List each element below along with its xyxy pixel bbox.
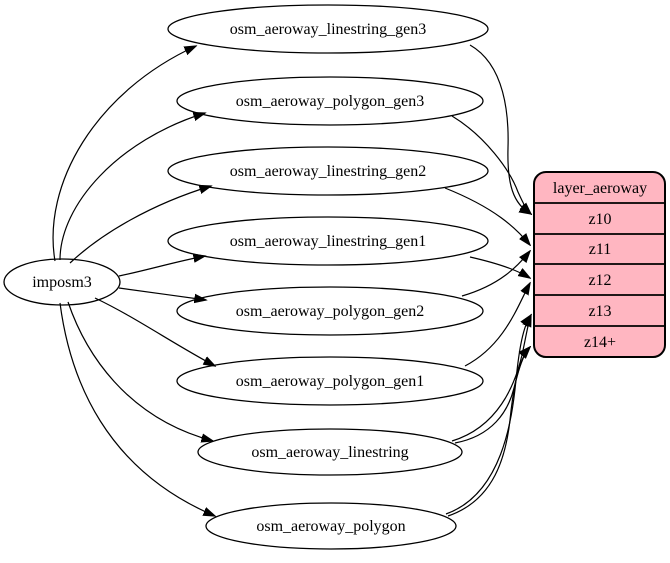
edge-imposm3-to-osm_aeroway_polygon_gen2 — [118, 287, 206, 300]
node-osm_aeroway_linestring_gen3: osm_aeroway_linestring_gen3 — [167, 4, 489, 54]
edge-imposm3-to-osm_aeroway_polygon — [59, 302, 215, 516]
node-label: osm_aeroway_linestring_gen3 — [230, 21, 426, 38]
edge-osm_aeroway_linestring_gen2-to-z11 — [444, 187, 530, 245]
edge-osm_aeroway_linestring_gen3-to-z10 — [469, 44, 531, 214]
node-label: osm_aeroway_polygon — [256, 518, 405, 535]
edge-imposm3-to-osm_aeroway_linestring_gen2 — [69, 186, 211, 264]
node-label: osm_aeroway_linestring_gen2 — [230, 163, 426, 180]
record-row-z10: z10 — [588, 211, 611, 228]
node-label: osm_aeroway_linestring_gen1 — [230, 233, 426, 250]
edge-imposm3-to-osm_aeroway_polygon_gen3 — [59, 113, 205, 261]
node-osm_aeroway_linestring_gen1: osm_aeroway_linestring_gen1 — [167, 216, 489, 266]
edge-osm_aeroway_linestring_gen1-to-z12 — [469, 256, 530, 278]
edge-osm_aeroway_polygon_gen2-to-z11 — [461, 251, 530, 297]
edge-imposm3-to-osm_aeroway_polygon_gen1 — [94, 297, 215, 366]
node-label: osm_aeroway_polygon_gen2 — [236, 303, 424, 320]
node-shape — [197, 428, 463, 476]
node-label: imposm3 — [32, 274, 92, 291]
node-shape — [176, 76, 484, 126]
node-osm_aeroway_polygon_gen1: osm_aeroway_polygon_gen1 — [176, 356, 484, 406]
node-layer_aeroway: layer_aeroway z10 z11 z12 z13 z14+ — [533, 171, 666, 358]
record-header: layer_aeroway — [553, 180, 647, 197]
node-imposm3: imposm3 — [3, 258, 121, 306]
node-shape — [167, 4, 489, 54]
edge-imposm3-to-osm_aeroway_linestring_gen1 — [118, 256, 205, 277]
record-row-z14plus: z14+ — [584, 334, 616, 351]
edge-osm_aeroway_polygon-to-z13 — [445, 315, 531, 515]
edge-osm_aeroway_polygon-to-z14plus — [447, 347, 530, 517]
node-osm_aeroway_polygon: osm_aeroway_polygon — [205, 502, 457, 550]
edge-osm_aeroway_polygon_gen3-to-z10 — [451, 115, 531, 214]
node-shape — [167, 216, 489, 266]
node-osm_aeroway_polygon_gen3: osm_aeroway_polygon_gen3 — [176, 76, 484, 126]
node-osm_aeroway_linestring: osm_aeroway_linestring — [197, 428, 463, 476]
node-shape — [167, 146, 489, 196]
node-shape — [205, 502, 457, 550]
edge-imposm3-to-osm_aeroway_linestring_gen3 — [52, 46, 196, 262]
node-label: osm_aeroway_polygon_gen3 — [236, 93, 424, 110]
node-shape — [3, 258, 121, 306]
record-row-z13: z13 — [588, 303, 611, 320]
record-row-z11: z11 — [589, 241, 612, 258]
record-row-z12: z12 — [588, 272, 611, 289]
node-osm_aeroway_polygon_gen2: osm_aeroway_polygon_gen2 — [176, 286, 484, 336]
node-shape — [176, 286, 484, 336]
node-osm_aeroway_linestring_gen2: osm_aeroway_linestring_gen2 — [167, 146, 489, 196]
edge-osm_aeroway_polygon_gen1-to-z12 — [464, 283, 530, 367]
node-shape — [176, 356, 484, 406]
node-label: osm_aeroway_polygon_gen1 — [236, 373, 424, 390]
edge-imposm3-to-osm_aeroway_linestring — [67, 301, 213, 441]
node-label: osm_aeroway_linestring — [251, 444, 408, 461]
